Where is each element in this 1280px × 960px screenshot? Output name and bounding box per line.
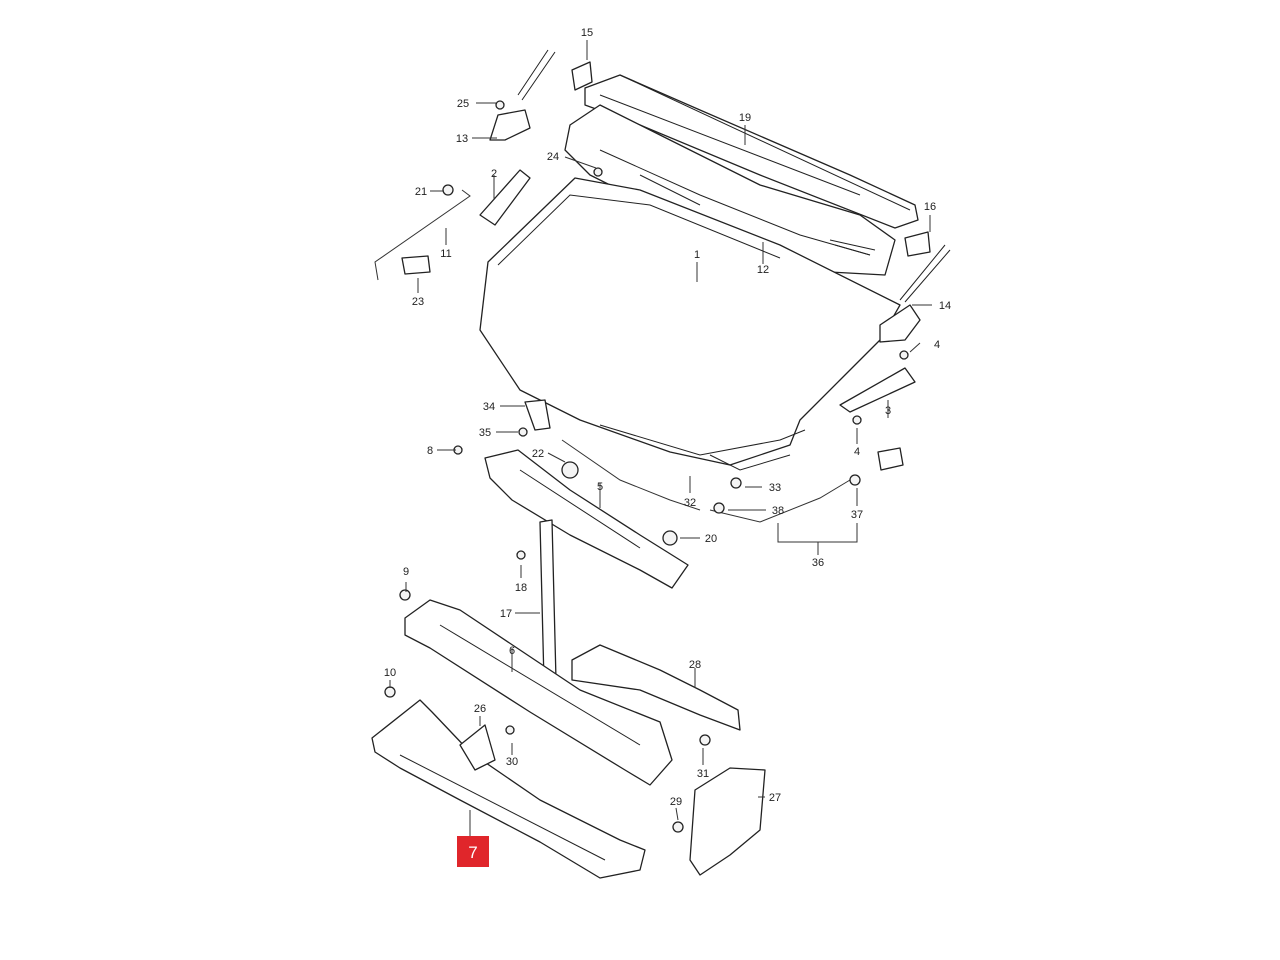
callout-14: 14 xyxy=(939,300,951,312)
callout-21: 21 xyxy=(415,186,427,198)
side-bracket xyxy=(689,767,766,876)
callout-25: 25 xyxy=(457,98,469,110)
callout-37: 37 xyxy=(851,509,863,521)
callout-28: 28 xyxy=(689,659,701,671)
highlight-label: 7 xyxy=(468,843,477,862)
callout-18: 18 xyxy=(515,582,527,594)
callout-15: 15 xyxy=(581,27,593,39)
cowl-end-cap-left xyxy=(571,61,593,91)
callout-32: 32 xyxy=(684,497,696,509)
hood-stay-bracket-right xyxy=(839,367,916,413)
retainer-clip xyxy=(459,724,496,771)
callout-1: 1 xyxy=(694,249,700,261)
callout-3: 3 xyxy=(885,405,891,417)
callout-6: 6 xyxy=(509,645,515,657)
highlight-part-7[interactable]: 7 xyxy=(457,836,489,867)
callout-24: 24 xyxy=(547,151,559,163)
fasteners xyxy=(384,100,909,833)
hood-hinge-left xyxy=(489,49,556,141)
callout-35: 35 xyxy=(479,427,491,439)
callout-23: 23 xyxy=(412,296,424,308)
callout-19: 19 xyxy=(739,112,751,124)
bulkhead-vertical-member xyxy=(539,519,557,683)
bulkhead-upper-member xyxy=(484,449,689,589)
callout-31: 31 xyxy=(697,768,709,780)
hood-panel xyxy=(479,177,901,471)
callout-13: 13 xyxy=(456,133,468,145)
hood-release-cable xyxy=(561,439,851,523)
callout-9: 9 xyxy=(403,566,409,578)
callout-22: 22 xyxy=(532,448,544,460)
callout-2: 2 xyxy=(491,168,497,180)
callout-20: 20 xyxy=(705,533,717,545)
hood-rod-holder xyxy=(401,255,431,275)
hood-latch-bracket xyxy=(524,399,551,431)
callout-8: 8 xyxy=(427,445,433,457)
cowl-panel xyxy=(564,104,896,276)
callout-11: 11 xyxy=(440,248,451,260)
callout-4a: 4 xyxy=(934,339,940,351)
hood-hinge-right xyxy=(879,244,951,343)
callout-38: 38 xyxy=(772,505,784,517)
callout-29: 29 xyxy=(670,796,682,808)
lower-bumper-absorber xyxy=(371,699,646,879)
bumper-reinforcement xyxy=(404,599,673,786)
hood-stay-bracket-left xyxy=(479,169,531,226)
callout-5: 5 xyxy=(597,481,603,493)
callout-labels: 1 2 3 4 4 5 6 8 9 10 11 12 13 14 15 16 1… xyxy=(384,27,951,808)
callout-36: 36 xyxy=(812,557,824,569)
callout-16: 16 xyxy=(924,201,936,213)
callout-30: 30 xyxy=(506,756,518,768)
callout-10: 10 xyxy=(384,667,396,679)
callout-33: 33 xyxy=(769,482,781,494)
callout-26: 26 xyxy=(474,703,486,715)
callout-12: 12 xyxy=(757,264,769,276)
cowl-end-cap-right xyxy=(904,231,931,257)
highlight-badge xyxy=(457,836,489,867)
callout-17: 17 xyxy=(500,608,512,620)
callout-leaders xyxy=(389,40,932,836)
callout-4b: 4 xyxy=(854,446,860,458)
hood-support-rod xyxy=(374,189,471,281)
air-deflector xyxy=(571,644,741,731)
callout-34: 34 xyxy=(483,401,495,413)
callout-27: 27 xyxy=(769,792,781,804)
